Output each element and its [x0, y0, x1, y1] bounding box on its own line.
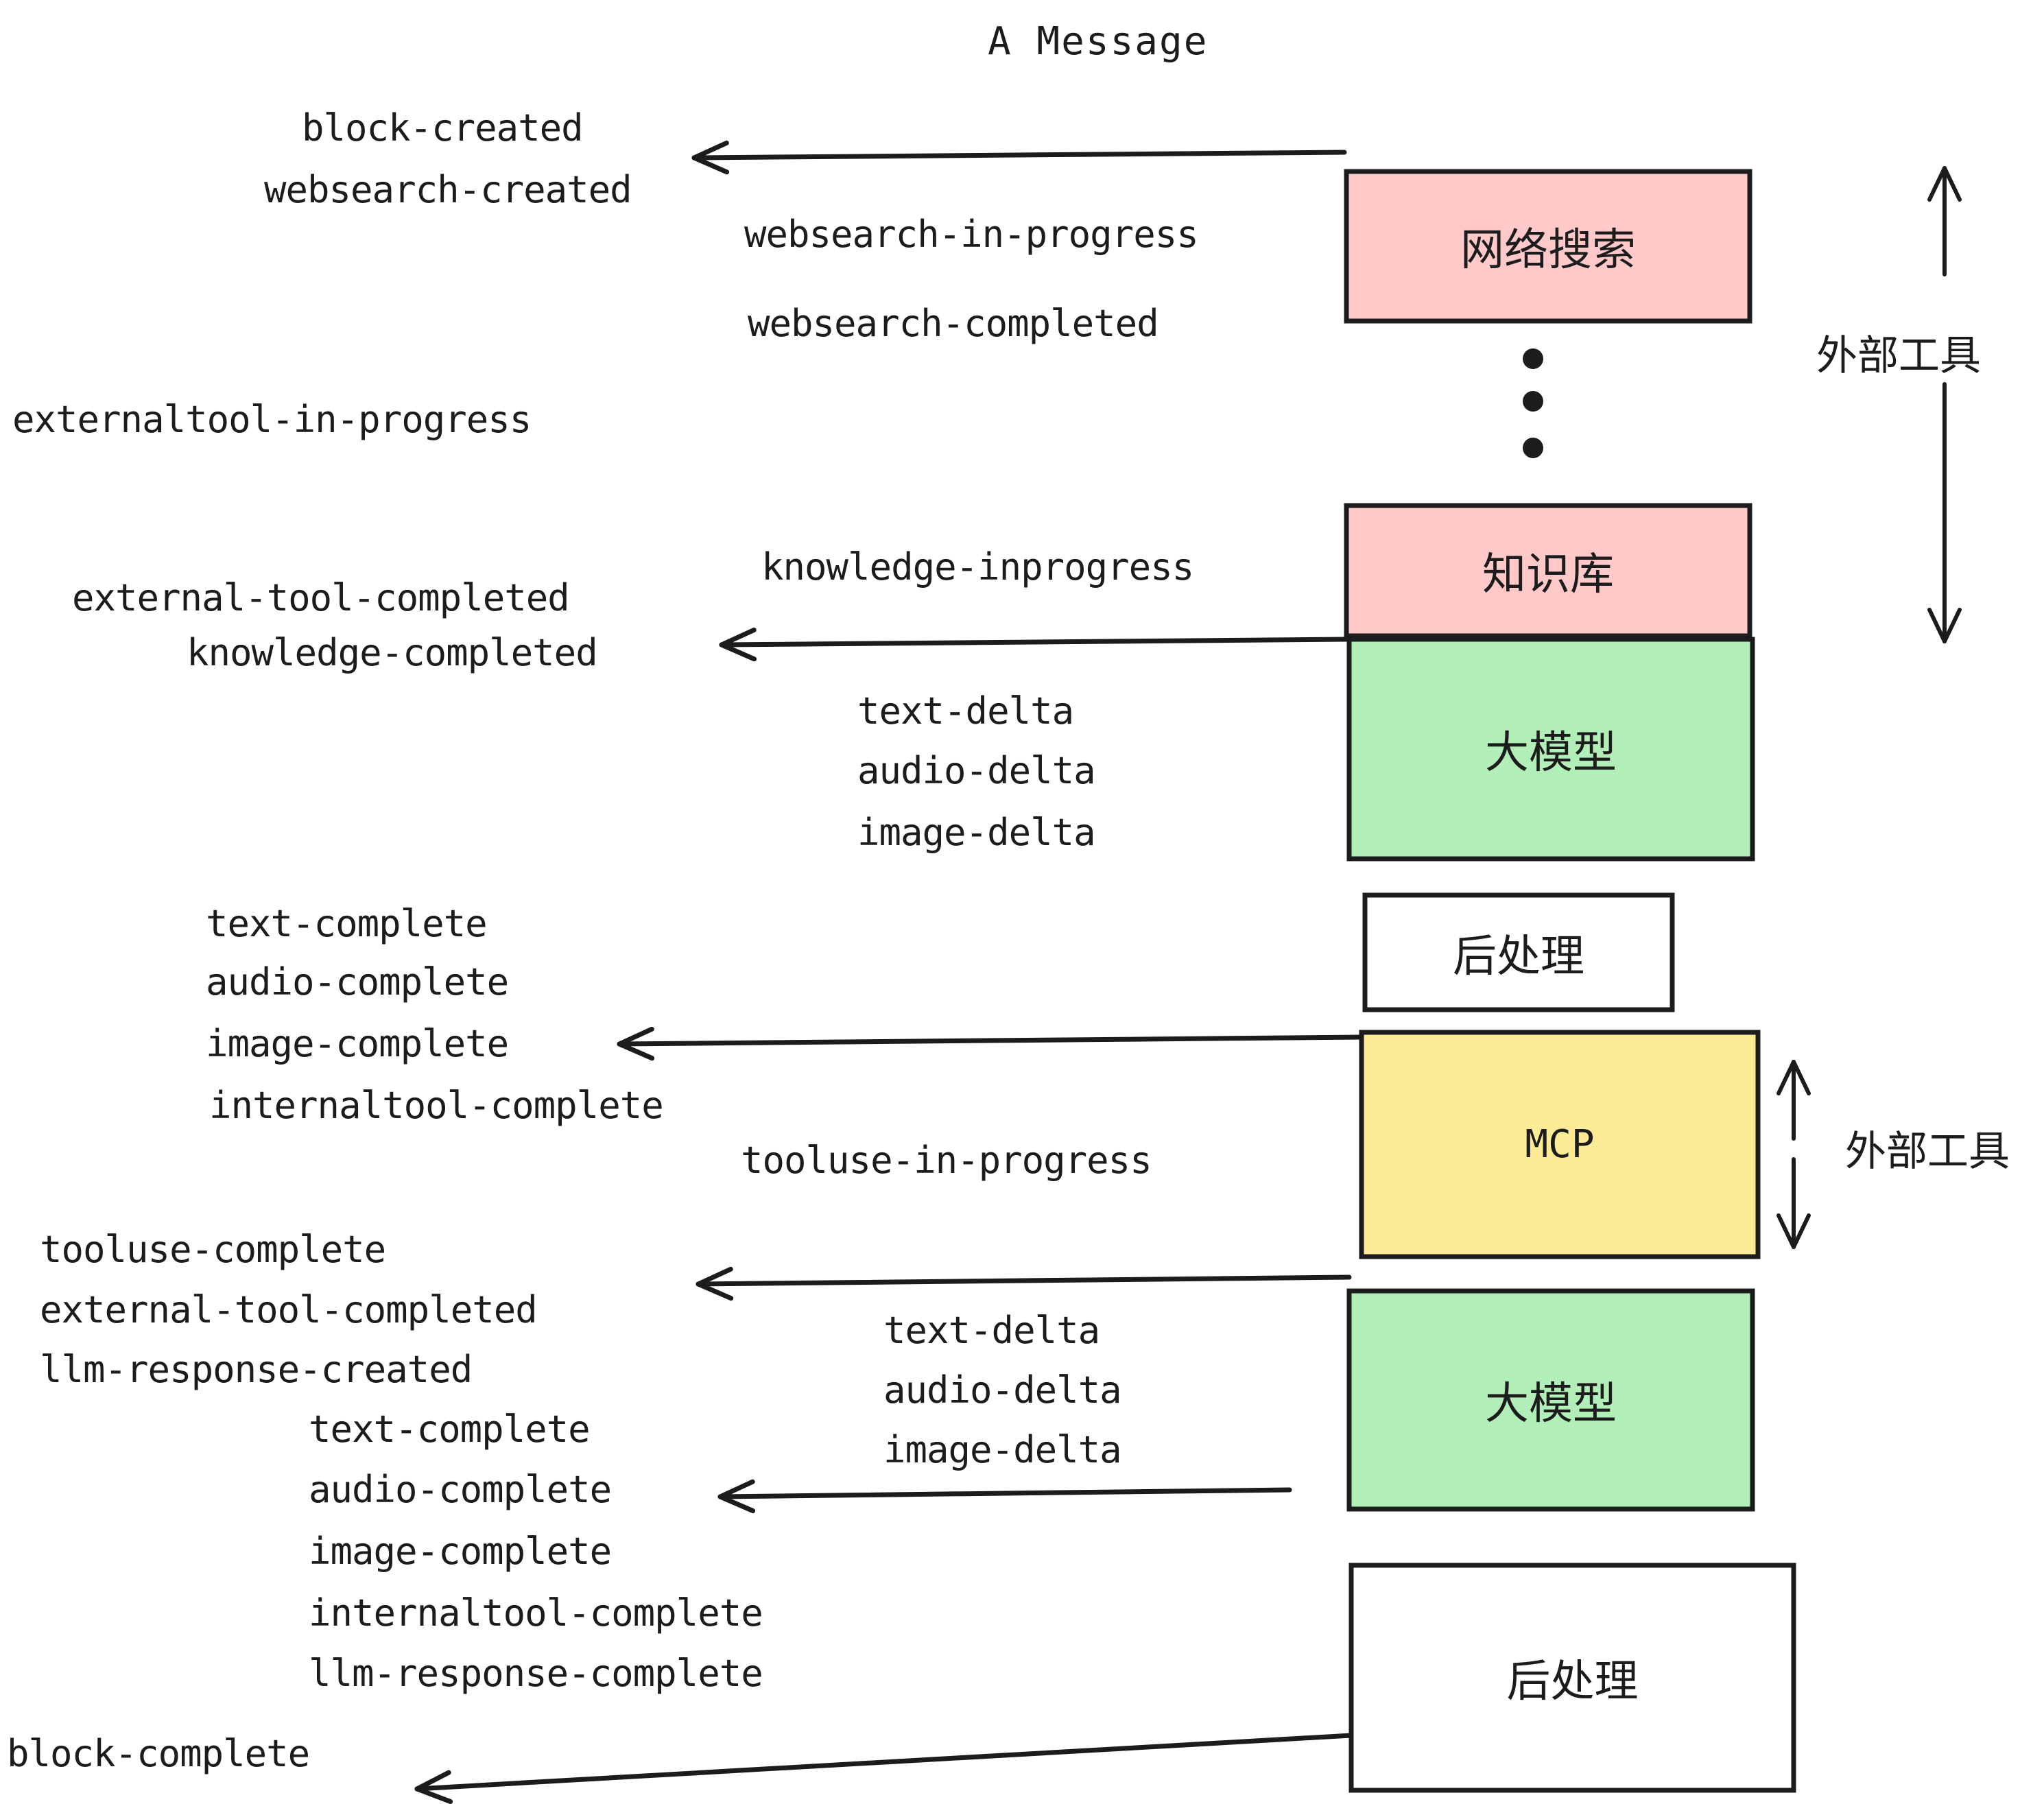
- event-label-image-complete-2: image-complete: [309, 1530, 612, 1573]
- event-label-llm-response-created: llm-response-created: [40, 1348, 473, 1391]
- event-label-image-delta-2: image-delta: [883, 1428, 1122, 1471]
- event-label-text-delta-2: text-delta: [883, 1309, 1100, 1352]
- event-label-externaltool-in-progress: externaltool-in-progress: [12, 398, 532, 441]
- event-label-block-complete: block-complete: [7, 1732, 310, 1775]
- event-label-audio-delta-1: audio-delta: [857, 749, 1096, 792]
- group-label-external-tools-bottom: 外部工具: [1845, 1128, 2010, 1176]
- event-label-websearch-in-progress: websearch-in-progress: [744, 213, 1199, 256]
- flow-arrows: [414, 140, 1364, 1804]
- event-label-block-created: block-created: [302, 106, 584, 150]
- event-label-image-complete-1: image-complete: [206, 1022, 509, 1065]
- event-label-audio-complete-1: audio-complete: [206, 960, 509, 1004]
- event-label-websearch-completed: websearch-completed: [748, 302, 1159, 345]
- event-label-llm-response-complete: llm-response-complete: [309, 1652, 763, 1695]
- event-label-external-tool-completed-1: external-tool-completed: [72, 576, 570, 619]
- event-label-internaltool-complete-2: internaltool-complete: [309, 1591, 763, 1635]
- group-bracket-arrows: [1776, 166, 1962, 1249]
- event-label-websearch-created: websearch-created: [264, 168, 632, 211]
- event-label-text-delta-1: text-delta: [857, 689, 1074, 733]
- event-label-knowledge-inprogress: knowledge-inprogress: [761, 545, 1194, 589]
- page-title: A Message: [988, 19, 1209, 64]
- event-label-knowledge-completed: knowledge-completed: [187, 631, 598, 674]
- event-label-text-complete-1: text-complete: [206, 902, 488, 945]
- event-label-audio-complete-2: audio-complete: [309, 1468, 612, 1511]
- event-label-external-tool-completed-2: external-tool-completed: [40, 1288, 538, 1331]
- vertical-ellipsis-icon: [1523, 348, 1543, 458]
- box-shapes: [1344, 169, 1796, 1793]
- event-label-image-delta-1: image-delta: [857, 811, 1096, 854]
- event-label-internaltool-complete-1: internaltool-complete: [209, 1084, 664, 1127]
- event-label-tooluse-complete: tooluse-complete: [40, 1228, 386, 1271]
- event-label-audio-delta-2: audio-delta: [883, 1368, 1122, 1412]
- event-label-text-complete-2: text-complete: [309, 1408, 591, 1451]
- event-label-tooluse-in-progress: tooluse-in-progress: [741, 1139, 1152, 1182]
- group-label-external-tools-top: 外部工具: [1816, 332, 1981, 380]
